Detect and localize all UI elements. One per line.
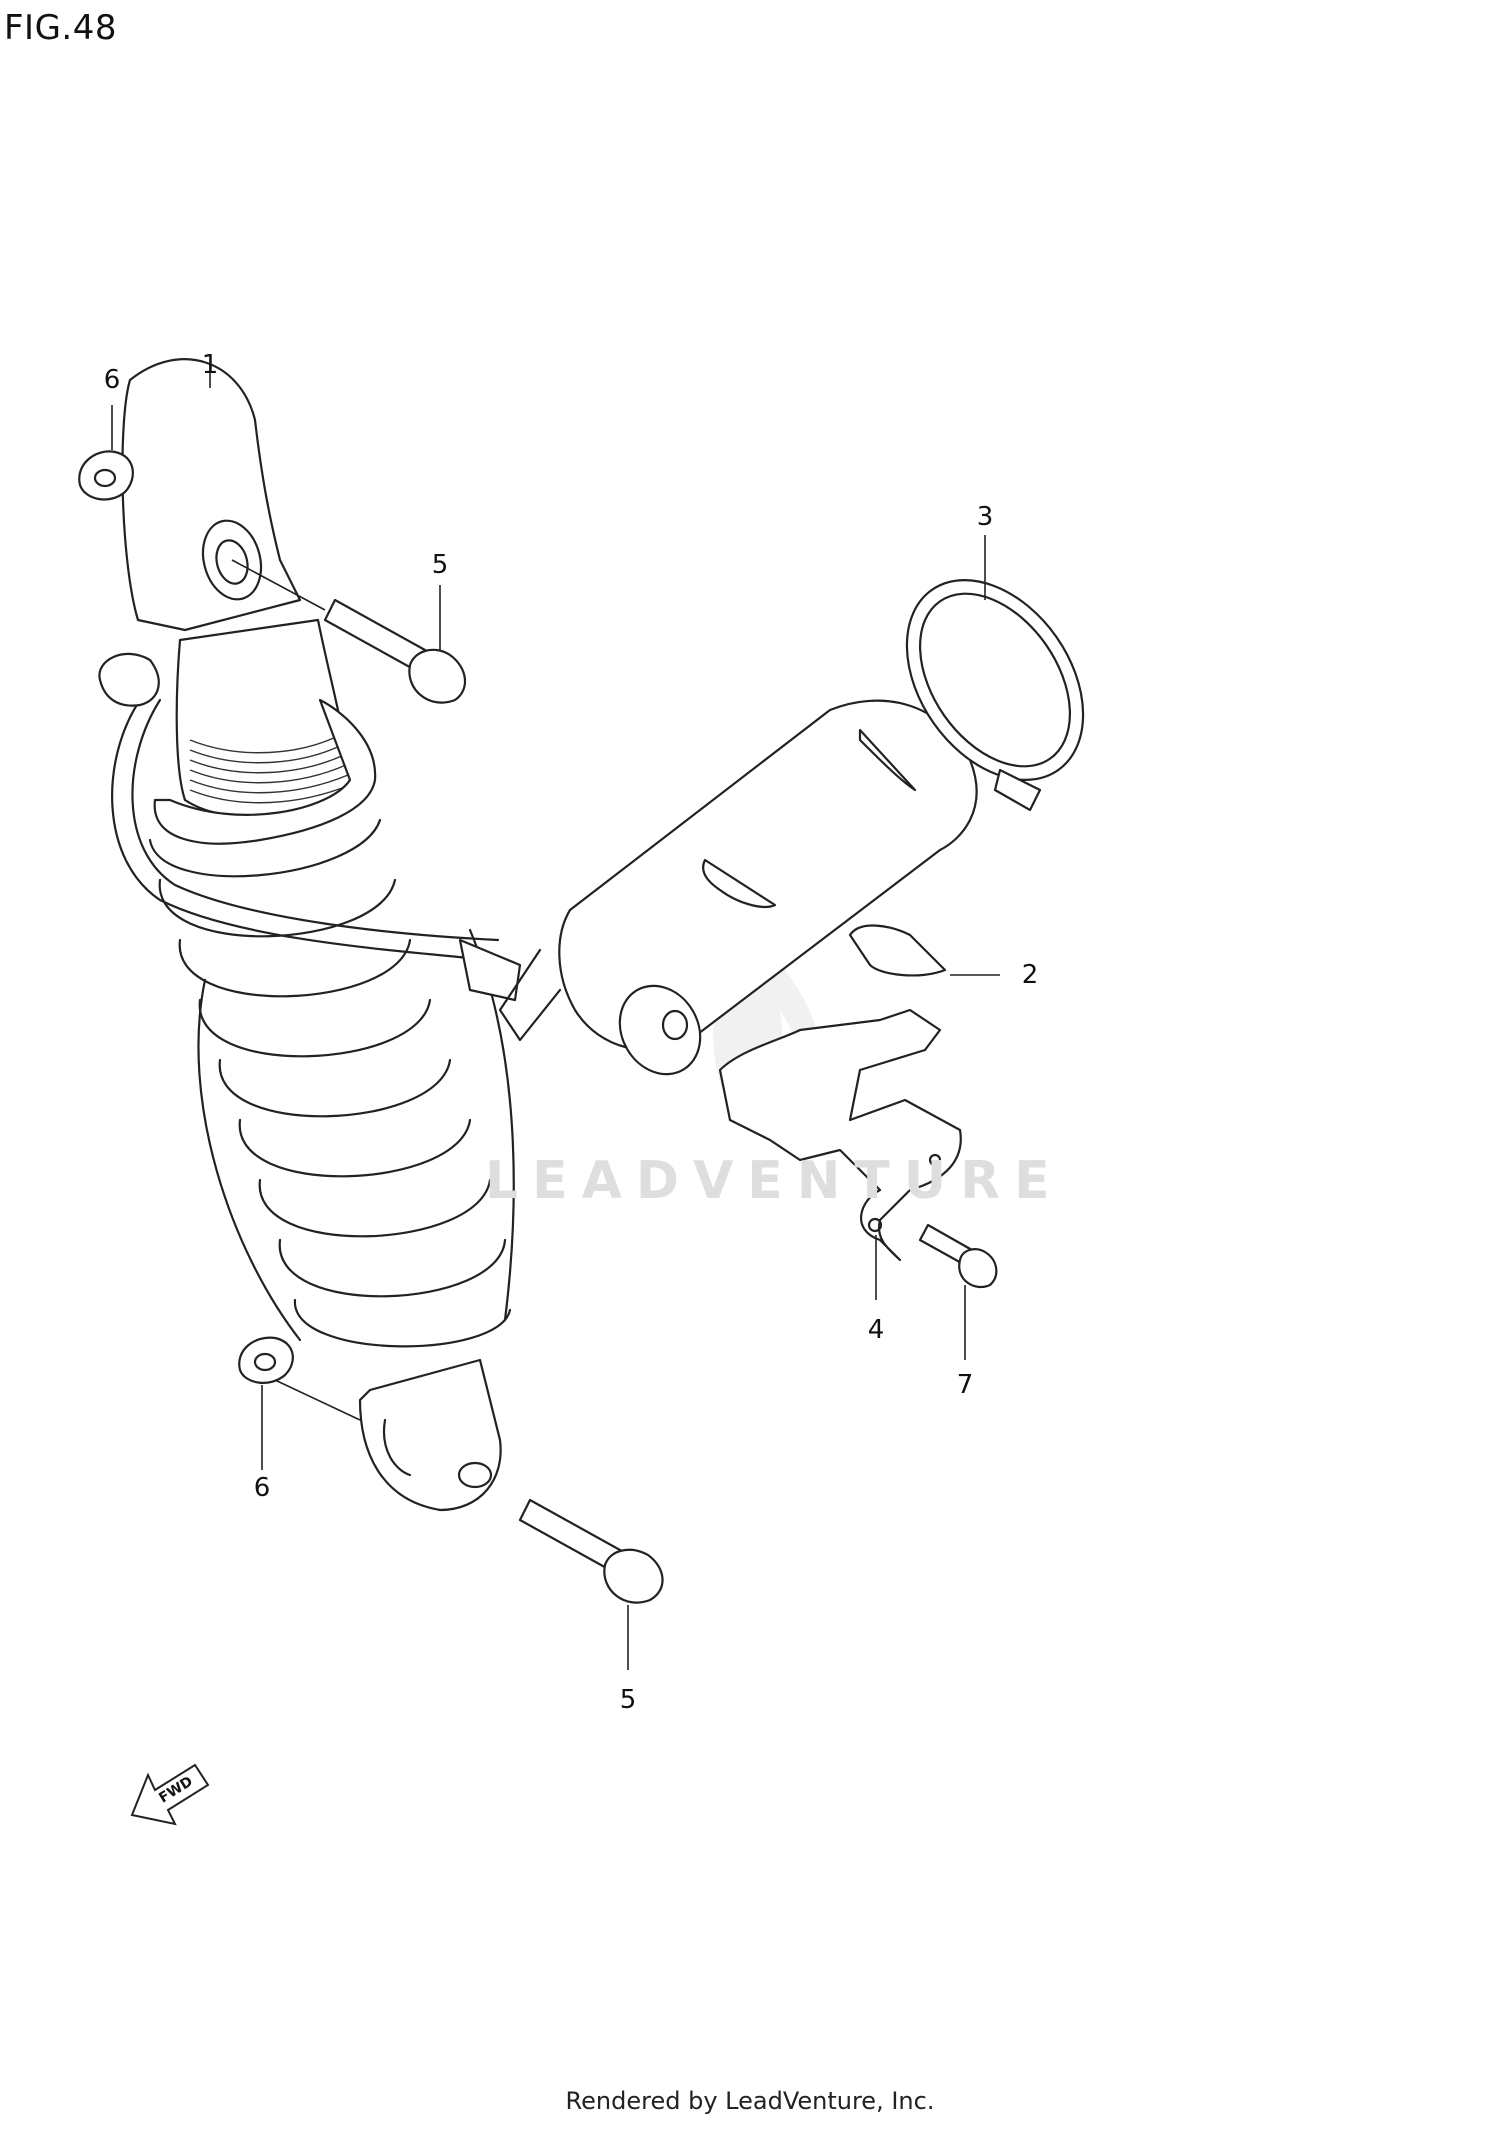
- bolt-lower: [518, 1498, 664, 1604]
- callout-part-4: 4: [867, 1315, 885, 1345]
- footer-credit: Rendered by LeadVenture, Inc.: [565, 2087, 935, 2115]
- callout-part-3: 3: [976, 502, 994, 532]
- leader-lines: [111, 365, 1000, 1670]
- bolt-upper: [323, 598, 466, 704]
- callout-part-6-upper: 6: [103, 365, 121, 395]
- bracket-bolt: [918, 1223, 998, 1288]
- fwd-arrow-icon: [130, 1763, 210, 1826]
- callout-part-1: 1: [201, 350, 219, 380]
- figure-title: FIG.48: [4, 8, 118, 48]
- callout-part-7: 7: [956, 1370, 974, 1400]
- watermark: LEADVENTURE: [485, 1151, 1064, 1211]
- callout-part-2: 2: [1021, 960, 1039, 990]
- reservoir-bracket: [718, 1008, 962, 1262]
- reservoir: [498, 699, 978, 1076]
- callout-part-5-upper: 5: [431, 550, 449, 580]
- callout-part-6-lower: 6: [253, 1473, 271, 1503]
- nut-lower: [238, 1336, 294, 1384]
- nut-upper: [78, 450, 134, 501]
- callout-part-5-lower: 5: [619, 1685, 637, 1715]
- hose-clamp: [905, 579, 1085, 812]
- shock-absorber: [98, 358, 522, 1512]
